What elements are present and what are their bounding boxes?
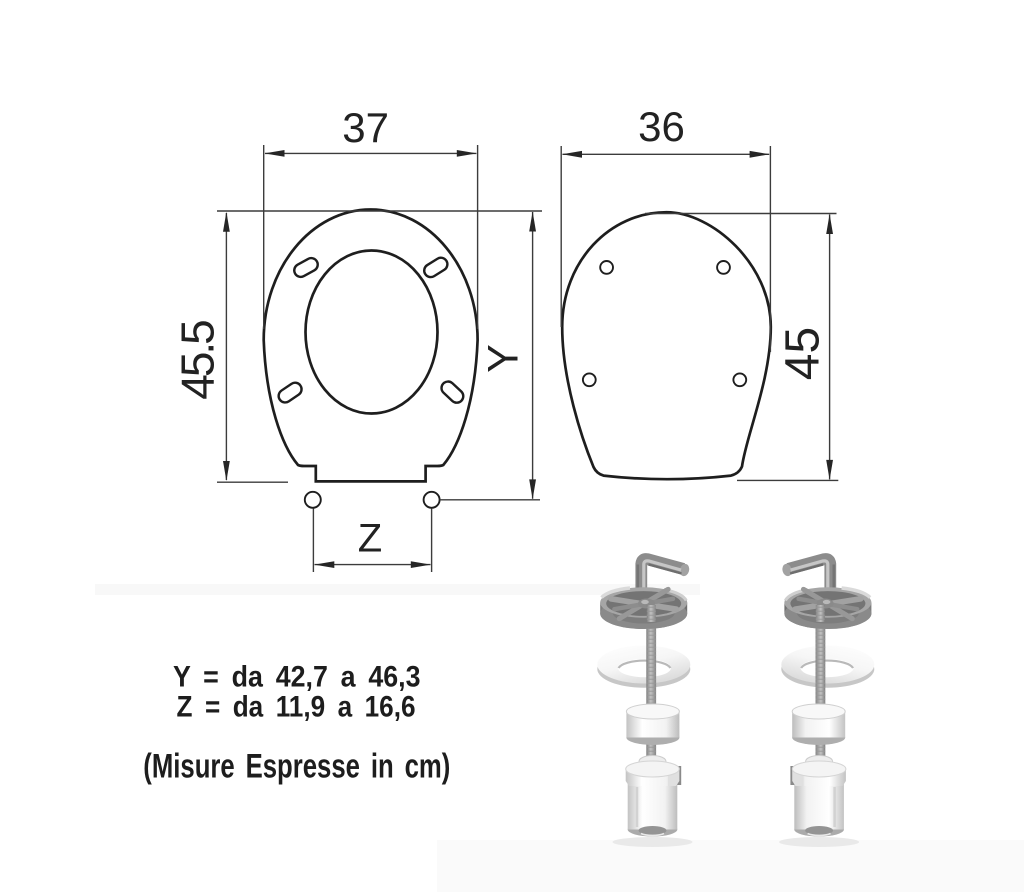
svg-text:36: 36 xyxy=(638,103,685,150)
svg-text:45.5: 45.5 xyxy=(172,321,224,400)
svg-text:Y = da 42,7 a 46,3: Y = da 42,7 a 46,3 xyxy=(173,661,421,694)
svg-text:45: 45 xyxy=(777,327,830,380)
svg-text:(Misure Espresse in cm): (Misure Espresse in cm) xyxy=(143,748,450,786)
svg-text:Z = da 11,9 a 16,6: Z = da 11,9 a 16,6 xyxy=(177,690,416,723)
svg-text:Y: Y xyxy=(480,344,528,373)
svg-text:Z: Z xyxy=(358,517,382,561)
svg-text:37: 37 xyxy=(342,104,389,151)
